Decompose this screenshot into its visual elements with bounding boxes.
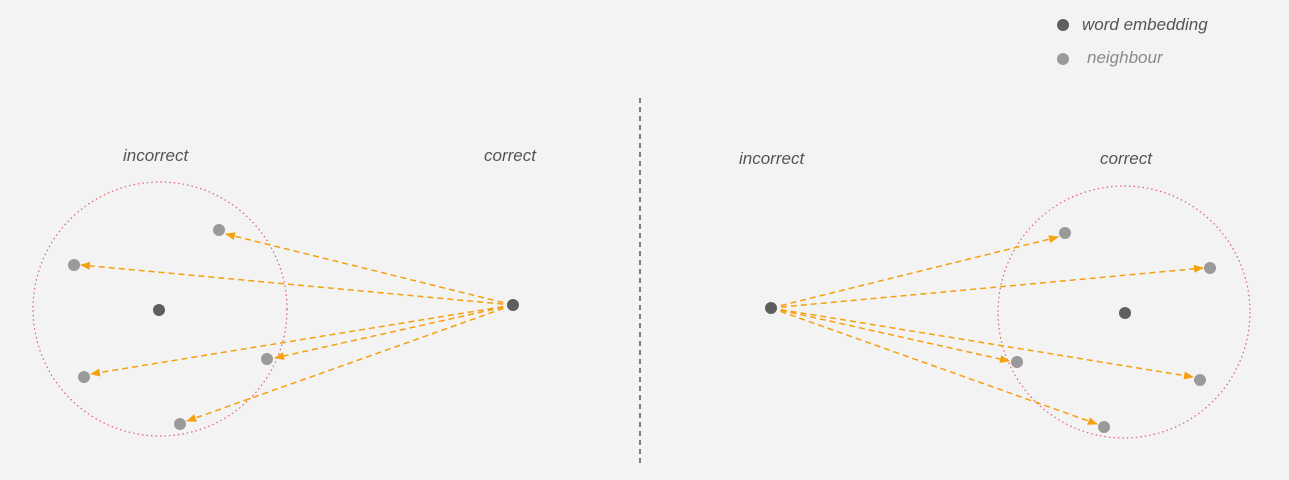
- right-arrow-2: [770, 264, 1204, 309]
- left-neighbour-1: [213, 224, 225, 236]
- left-incorrect-word-embedding: [153, 304, 165, 316]
- right-arrow-4: [770, 307, 1194, 380]
- right-neighbour-1: [1059, 227, 1071, 239]
- legend-neighbour-dot: [1057, 53, 1069, 65]
- left-incorrect-label: incorrect: [123, 146, 189, 165]
- right-arrow-1: [770, 235, 1059, 309]
- left-neighbour-4: [78, 371, 90, 383]
- legend-word-embedding-label: word embedding: [1082, 15, 1208, 34]
- right-incorrect-label: incorrect: [739, 149, 805, 168]
- right-neighbourhood-circle: [997, 185, 1251, 439]
- left-neighbour-3: [261, 353, 273, 365]
- right-neighbour-2: [1204, 262, 1216, 274]
- right-neighbour-4: [1194, 374, 1206, 386]
- left-correct-word-embedding: [507, 299, 519, 311]
- left-panel: incorrect correct: [32, 146, 537, 437]
- left-neighbour-5: [174, 418, 186, 430]
- legend: word embedding neighbour: [1057, 15, 1208, 67]
- left-arrow-4: [90, 304, 514, 377]
- legend-neighbour-label: neighbour: [1087, 48, 1164, 67]
- legend-word-embedding-dot: [1057, 19, 1069, 31]
- right-arrow-5: [770, 307, 1098, 425]
- right-arrow-3: [770, 307, 1010, 363]
- left-arrow-2: [80, 261, 514, 306]
- right-correct-word-embedding: [1119, 307, 1131, 319]
- left-correct-label: correct: [484, 146, 537, 165]
- right-neighbour-3: [1011, 356, 1023, 368]
- left-neighbour-2: [68, 259, 80, 271]
- right-correct-label: correct: [1100, 149, 1153, 168]
- right-incorrect-word-embedding: [765, 302, 777, 314]
- left-neighbourhood-circle: [32, 181, 288, 437]
- right-panel: incorrect correct: [739, 149, 1251, 439]
- right-neighbour-5: [1098, 421, 1110, 433]
- left-arrow-1: [225, 232, 514, 306]
- right-arrows: [770, 235, 1204, 425]
- left-arrow-5: [186, 304, 514, 422]
- left-arrows: [80, 232, 514, 422]
- left-arrow-3: [274, 304, 514, 360]
